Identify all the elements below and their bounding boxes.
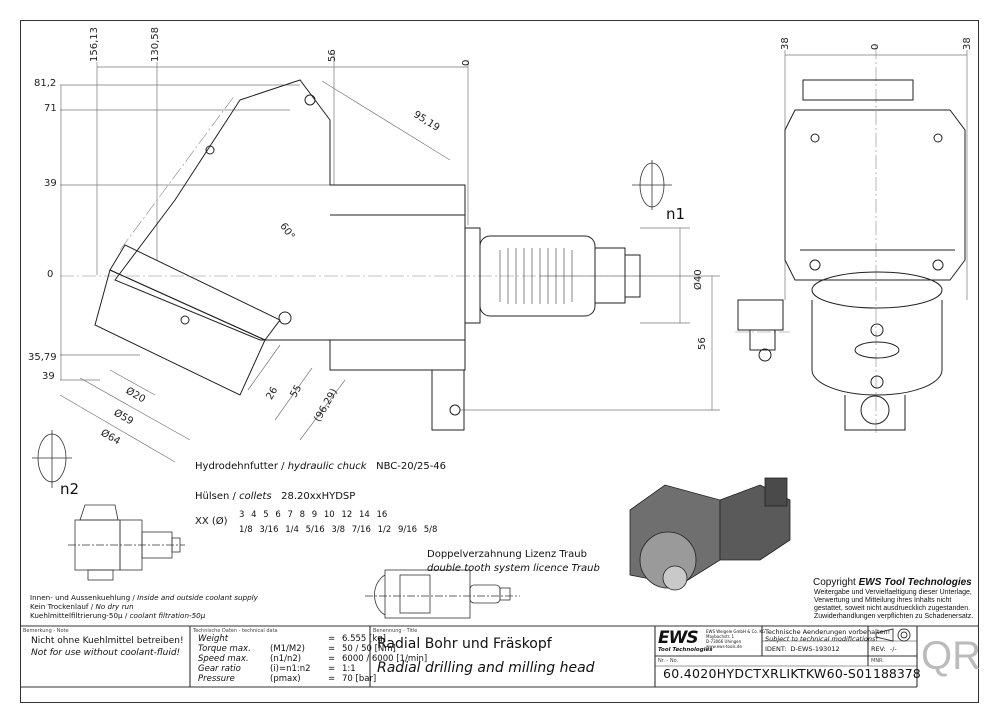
collet-size-inch: 1/2 [377, 525, 398, 535]
separator: / [281, 461, 285, 472]
collet-size-inch: 5/16 [305, 525, 332, 535]
part-number: 60.4020HYDCTXRLIKTKW60-S01 [663, 666, 873, 681]
dimension-lines [59, 50, 968, 463]
collet-sizes-inch: 1/8 3/16 1/4 5/16 3/8 7/16 1/2 9/16 5/8 [239, 525, 437, 535]
double-tooth-de: Doppelverzahnung Lizenz Traub [427, 549, 587, 560]
ews-logo: EWS [658, 628, 699, 648]
collet-size-metric: 14 [358, 510, 377, 520]
tech-data-row: Torque max.(M1/M2)=50 / 50 [Nm] [198, 644, 396, 654]
note-line-de: Nicht ohne Kuehlmittel betreiben! [31, 636, 184, 646]
drawing-sheet-border [20, 20, 979, 703]
dim-56-right: 56 [697, 337, 708, 350]
title-de: Radial Bohr und Fräskopf [377, 636, 552, 652]
tech-data-header: Technische Daten - technical data [193, 628, 278, 634]
traub-view [365, 569, 520, 619]
note-line-en: Not for use without coolant-fluid! [31, 648, 181, 658]
dim-130-58: 130,58 [150, 27, 161, 62]
title-en: Radial drilling and milling head [377, 660, 595, 676]
coolant-note: Kuehlmittelfiltrierung-50µ / coolant fil… [30, 611, 206, 620]
collet-size-metric: 5 [263, 510, 276, 520]
dim-71: 71 [44, 103, 57, 114]
coolant-note: Kein Trockenlauf / No dry run [30, 602, 134, 611]
tech-data-row: Weight=6.555 [kg] [198, 634, 386, 644]
dim-side-0: 0 [870, 43, 881, 50]
collet-size-metric: 6 [275, 510, 288, 520]
dim-side-38-right: 38 [962, 37, 973, 50]
coolant-note: Innen- und Aussenkuehlung / Inside and o… [30, 593, 258, 602]
collet-label-en: collets [239, 491, 272, 502]
collet-size-metric: 7 [287, 510, 300, 520]
dim-39-upper: 39 [44, 178, 57, 189]
tech-data-row: Speed max.(n1/n2)=6000 / 6000 [1/min] [198, 654, 428, 664]
rotation-label-n2: n2 [60, 480, 80, 498]
collet-spec: Hülsen / collets 28.20xxHYDSP [195, 491, 355, 502]
dim-side-38-left: 38 [780, 37, 791, 50]
collet-size-inch: 9/16 [397, 525, 424, 535]
tech-data-row: Gear ratio(i)=n1:n2=1:1 [198, 664, 356, 674]
copyright-text: Weitergabe und Vervielfaeltigung dieser … [814, 589, 974, 620]
collet-part-number: 28.20xxHYDSP [281, 491, 356, 502]
section-view [68, 504, 185, 581]
main-view-body [94, 79, 641, 431]
grip-knurl [499, 248, 573, 304]
3d-render [629, 477, 791, 591]
dim-81-2: 81,2 [34, 78, 57, 89]
collet-size-metric: 9 [311, 510, 324, 520]
side-view-body [737, 79, 966, 431]
rotation-indicators [32, 160, 672, 488]
mnr-number: 188378 [873, 666, 921, 681]
collet-size-metric: 4 [251, 510, 264, 520]
changes-de: Technische Aenderungen vorbehalten! [765, 628, 891, 636]
collet-size-metric: 12 [341, 510, 359, 520]
nr-label: Nr. - No. [658, 658, 679, 664]
center-lines [60, 45, 877, 435]
collet-size-inch: 1/8 [239, 525, 260, 535]
dim-156-13: 156,13 [89, 27, 100, 62]
dim-39-lower: 39 [42, 371, 55, 382]
ident-field: IDENT: D-EWS-193012 [765, 645, 840, 653]
chuck-label-en: hydraulic chuck [287, 461, 367, 472]
dim-56-top: 56 [327, 49, 338, 62]
chuck-spec: Hydrodehnfutter / hydraulic chuck NBC-20… [195, 461, 446, 472]
collet-size-inch: 7/16 [351, 525, 378, 535]
tech-data-table: Weight=6.555 [kg]Torque max.(M1/M2)=50 /… [198, 634, 427, 684]
title-header: Benennung - Title [373, 628, 418, 634]
collet-sizes-metric: 3 4 5 6 7 8 9 10 12 14 16 [239, 510, 387, 520]
collet-size-metric: 16 [376, 510, 388, 520]
dim-0-left: 0 [47, 269, 54, 280]
collet-label-de: Hülsen [195, 491, 230, 502]
company-address: EWS Weigele GmbH & Co. KG Maybachstr. 1 … [706, 629, 766, 649]
dim-0-top: 0 [461, 59, 472, 66]
collet-size-inch: 1/4 [285, 525, 306, 535]
title-block-frame [20, 625, 979, 688]
projection-symbol-icon [875, 628, 911, 642]
collet-size-inch: 5/8 [423, 525, 438, 535]
collet-size-metric: 3 [239, 510, 252, 520]
collet-size-metric: 8 [299, 510, 312, 520]
rev-field: REV: -/- [871, 645, 897, 653]
collet-size-metric: 10 [323, 510, 342, 520]
ews-logo-sub: Tool Technologies [658, 647, 713, 653]
chuck-part-number: NBC-20/25-46 [376, 461, 447, 472]
copyright-heading: Copyright EWS Tool Technologies [813, 577, 972, 588]
coolant-notes: Innen- und Aussenkuehlung / Inside and o… [30, 593, 258, 620]
mnr-label: MNR. [871, 658, 884, 664]
collet-size-inch: 3/8 [331, 525, 352, 535]
note-header: Bemerkung - Note [23, 628, 69, 634]
changes-en: Subject to technical modifications! [765, 635, 878, 643]
chuck-label-de: Hydrodehnfutter [195, 461, 278, 472]
collet-size-label: XX (Ø) [195, 516, 228, 527]
tech-data-row: Pressure(pmax)=70 [bar] [198, 674, 377, 684]
collet-size-inch: 3/16 [259, 525, 286, 535]
dim-dia-40: Ø40 [693, 269, 704, 290]
qr-code-placeholder: QR [921, 634, 981, 678]
dim-35-79: 35,79 [28, 352, 57, 363]
separator: / [232, 491, 236, 502]
double-tooth-en: double tooth system licence Traub [427, 563, 600, 574]
rotation-label-n1: n1 [666, 205, 686, 223]
